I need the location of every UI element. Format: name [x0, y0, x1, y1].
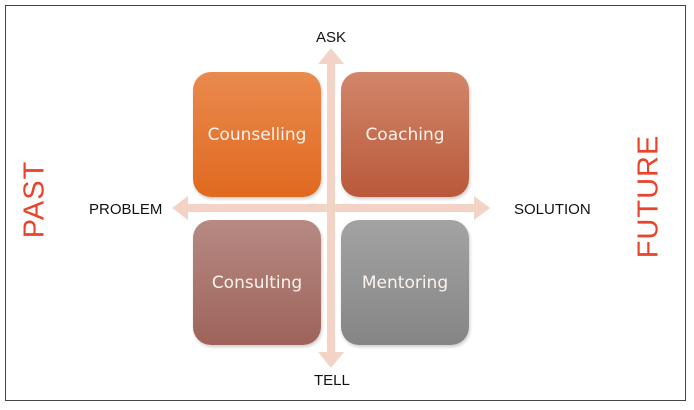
quadrant-label: Mentoring — [361, 272, 449, 293]
axis-label-bottom: TELL — [314, 372, 350, 389]
quadrant-label: Counselling — [207, 124, 307, 145]
horizontal-axis — [184, 204, 478, 212]
arrow-left — [172, 196, 188, 220]
axis-label-right: SOLUTION — [514, 201, 591, 218]
axis-label-top: ASK — [316, 29, 347, 46]
axis-label-left: PROBLEM — [89, 201, 163, 218]
side-label-past: PAST — [18, 160, 51, 239]
arrow-right — [474, 196, 490, 220]
quadrant-counselling: Counselling — [193, 72, 321, 197]
quadrant-label: Coaching — [365, 124, 445, 145]
quadrant-coaching: Coaching — [341, 72, 469, 197]
arrow-down — [318, 352, 344, 368]
quadrant-consulting: Consulting — [193, 220, 321, 345]
quadrant-mentoring: Mentoring — [341, 220, 469, 345]
quadrant-label: Consulting — [211, 272, 303, 293]
diagram-frame — [5, 5, 686, 401]
arrow-up — [318, 48, 344, 64]
side-label-future: FUTURE — [632, 134, 665, 259]
